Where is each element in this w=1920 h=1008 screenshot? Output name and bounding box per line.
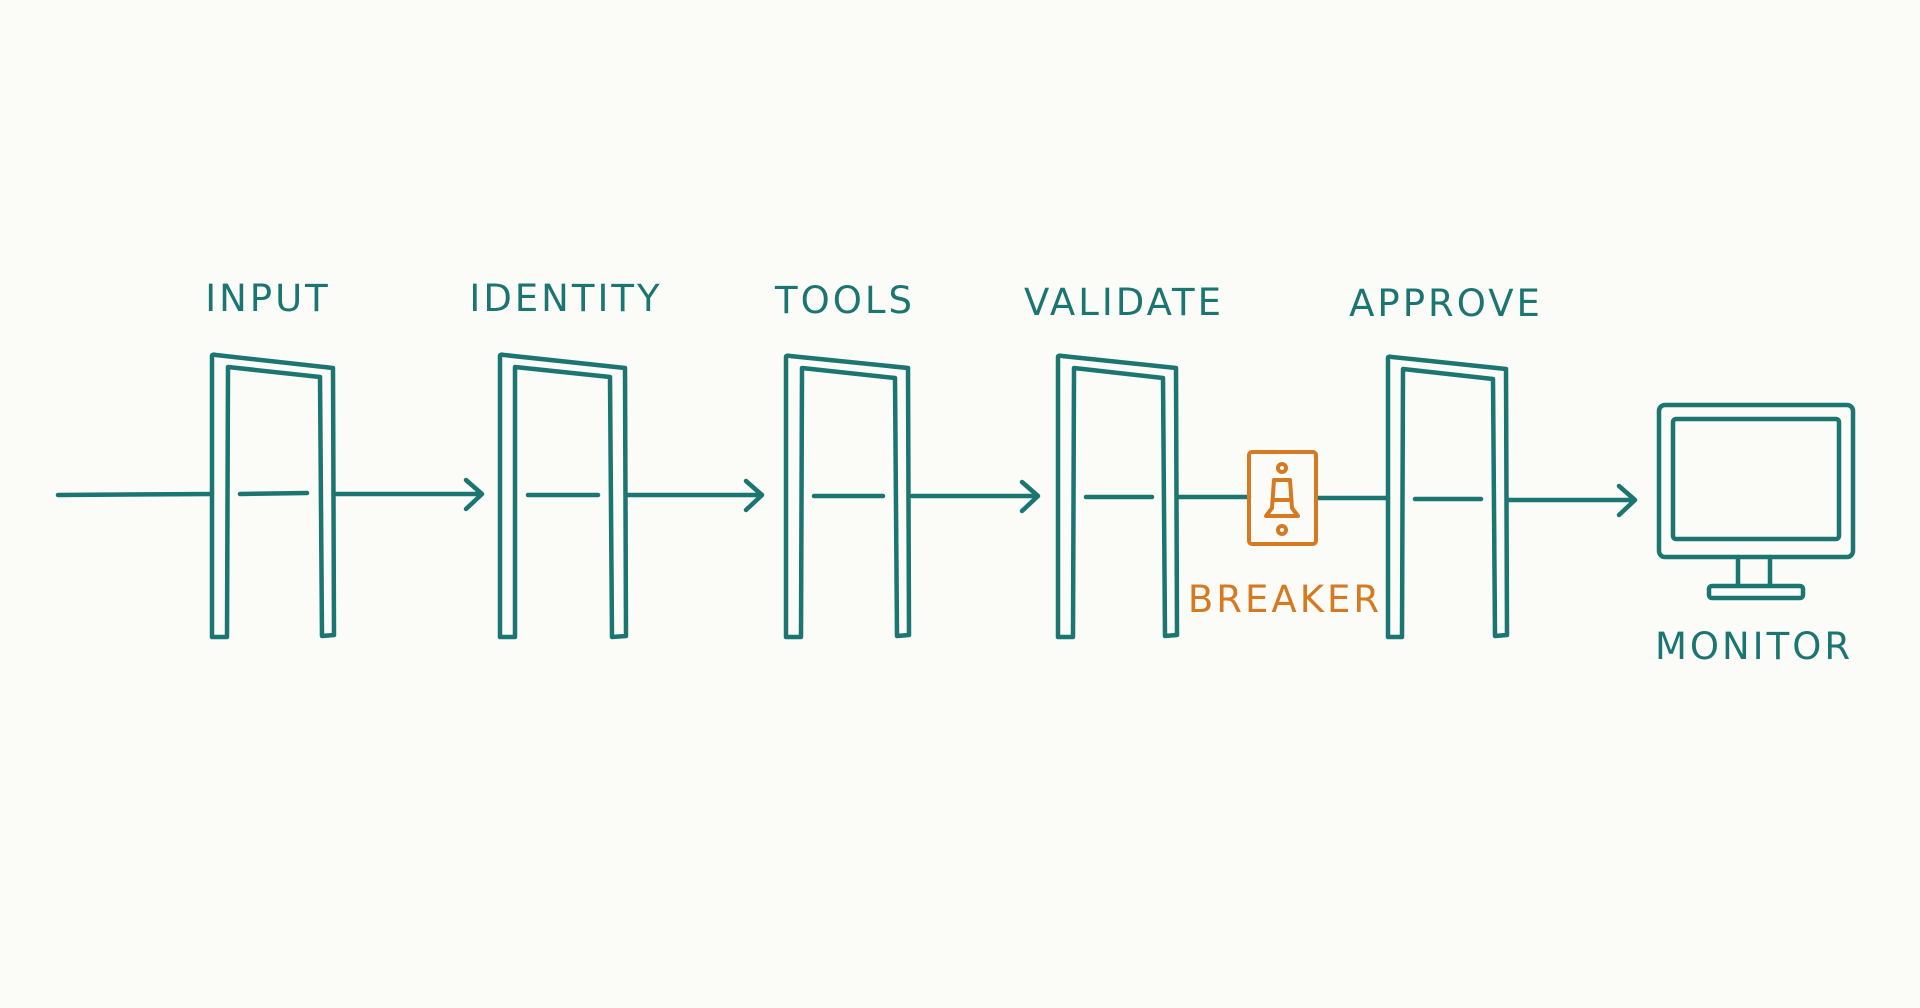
monitor-label: MONITOR — [1655, 625, 1853, 668]
switch-icon — [1247, 450, 1318, 546]
monitor: MONITOR — [1655, 402, 1856, 668]
gate-label: APPROVE — [1349, 282, 1543, 325]
flow-line-entry — [55, 491, 215, 498]
gate-label: TOOLS — [774, 279, 915, 322]
gate-identity: IDENTITY — [469, 277, 662, 640]
gate-frame — [209, 352, 337, 640]
gate-label: VALIDATE — [1024, 281, 1224, 324]
gate-frame — [497, 352, 629, 640]
flow-arrow-2-3 — [624, 478, 765, 513]
gate-frame — [1385, 354, 1510, 640]
flow-arrow-5-monitor — [1505, 483, 1638, 518]
gate-input: INPUT — [205, 277, 337, 640]
gate-approve: APPROVE — [1349, 282, 1543, 640]
flow-arrow-3-4 — [909, 479, 1041, 514]
breaker: BREAKER — [1188, 450, 1382, 621]
flow-line-1-inner — [237, 490, 310, 497]
breaker-label: BREAKER — [1188, 578, 1382, 621]
gate-validate: VALIDATE — [1024, 281, 1224, 640]
gate-label: INPUT — [205, 277, 331, 320]
monitor-icon — [1656, 402, 1856, 601]
flow-arrow-1-2 — [333, 477, 485, 512]
flow-lines — [55, 477, 1638, 518]
gate-tools: TOOLS — [774, 279, 915, 640]
gate-label: IDENTITY — [469, 277, 662, 320]
gate-frame — [1055, 353, 1180, 640]
gate-frame — [783, 353, 912, 640]
